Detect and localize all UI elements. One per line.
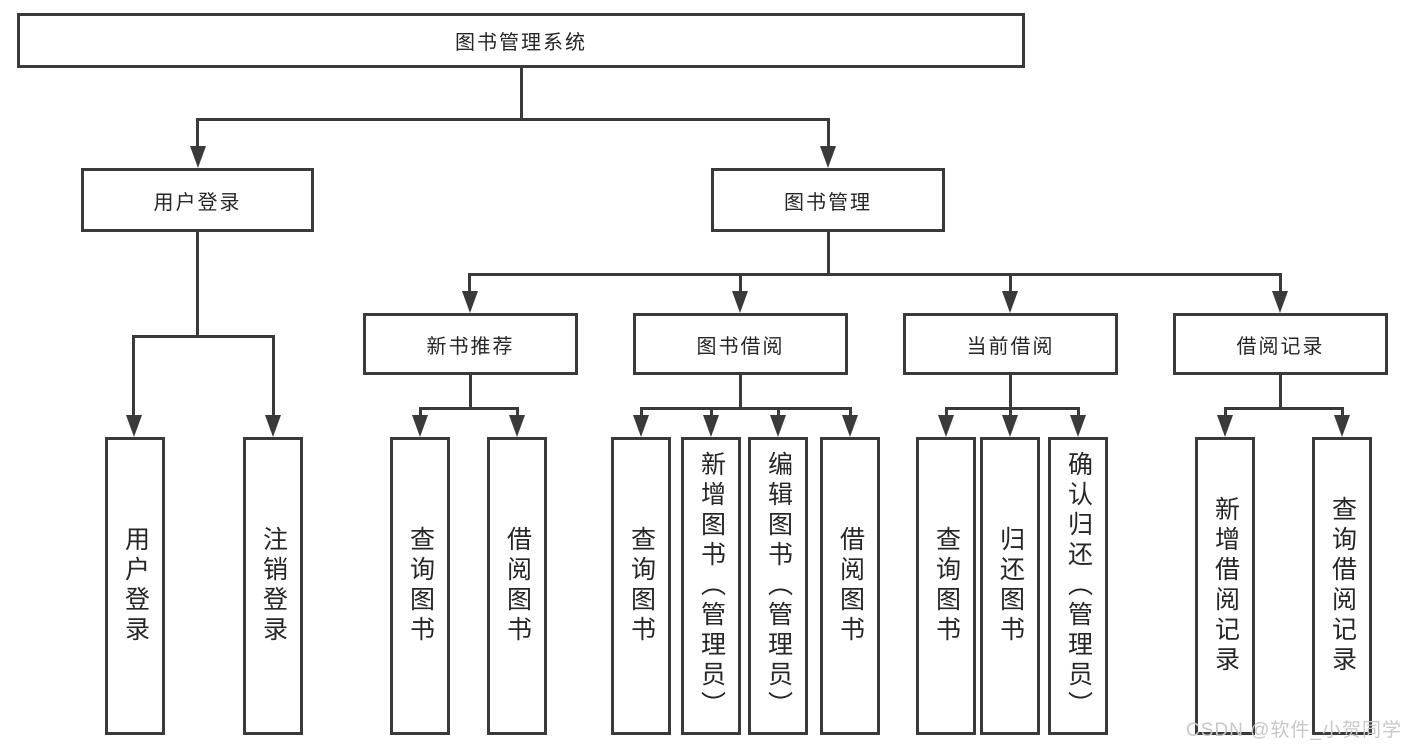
arrow-down-icon [842, 415, 858, 437]
leaf-borrow-books: 借阅图书 [820, 437, 880, 735]
arrow-down-icon [190, 146, 206, 168]
node-label: 编辑图书（管理员） [764, 451, 793, 721]
connector-line [1279, 375, 1282, 410]
connector-line [196, 232, 199, 338]
connector-line [849, 407, 852, 421]
node-current-borrowing: 当前借阅 [903, 313, 1118, 375]
connector-line [468, 273, 471, 297]
node-label: 确认归还（管理员） [1064, 451, 1093, 721]
connector-line [1224, 407, 1344, 410]
node-label: 新增图书（管理员） [697, 451, 726, 721]
arrow-down-icon [1002, 415, 1018, 437]
node-label: 借阅图书 [503, 526, 532, 646]
node-label: 用户登录 [153, 191, 242, 214]
arrow-down-icon [1217, 415, 1233, 437]
connector-line [1009, 375, 1012, 410]
node-label: 归还图书 [996, 526, 1025, 646]
arrow-down-icon [265, 415, 281, 437]
connector-line [419, 407, 519, 410]
leaf-query-books-borrow: 查询图书 [611, 437, 671, 735]
connector-line [419, 407, 422, 421]
connector-line [469, 375, 472, 410]
leaf-confirm-return-admin: 确认归还（管理员） [1048, 437, 1108, 735]
node-label: 查询图书 [406, 526, 435, 646]
connector-line [945, 407, 1080, 410]
leaf-add-borrow-record: 新增借阅记录 [1195, 437, 1255, 735]
arrow-down-icon [1070, 415, 1086, 437]
connector-line [710, 407, 713, 421]
node-label: 图书管理 [784, 191, 872, 214]
connector-line [739, 375, 742, 410]
leaf-query-books-recommend: 查询图书 [390, 437, 450, 735]
node-label: 新增借阅记录 [1211, 496, 1240, 676]
connector-line [827, 232, 830, 276]
node-label: 查询图书 [932, 526, 961, 646]
leaf-borrow-books-recommend: 借阅图书 [487, 437, 547, 735]
leaf-query-borrow-record: 查询借阅记录 [1312, 437, 1372, 735]
node-label: 图书借阅 [696, 335, 785, 358]
node-label: 借阅记录 [1236, 335, 1325, 358]
node-user-login: 用户登录 [81, 168, 314, 232]
connector-line [272, 335, 275, 421]
node-label: 查询图书 [627, 526, 656, 646]
arrow-down-icon [509, 415, 525, 437]
connector-line [777, 407, 780, 421]
arrow-down-icon [1002, 291, 1018, 313]
connector-line [1341, 407, 1344, 421]
arrow-down-icon [820, 146, 836, 168]
node-new-book-recommendation: 新书推荐 [363, 313, 578, 375]
arrow-down-icon [770, 415, 786, 437]
node-label: 用户登录 [121, 526, 150, 646]
leaf-add-books-admin: 新增图书（管理员） [681, 437, 741, 735]
arrow-down-icon [1272, 291, 1288, 313]
connector-line [1009, 273, 1012, 297]
node-label: 注销登录 [259, 526, 288, 646]
connector-line [132, 335, 275, 338]
node-library-management-system: 图书管理系统 [17, 13, 1025, 68]
leaf-user-login: 用户登录 [105, 437, 165, 735]
connector-line [132, 335, 135, 421]
node-label: 图书管理系统 [455, 32, 587, 54]
node-label: 新书推荐 [426, 335, 515, 358]
arrow-down-icon [938, 415, 954, 437]
connector-line [196, 118, 199, 150]
connector-line [640, 407, 852, 410]
leaf-return-books: 归还图书 [980, 437, 1040, 735]
leaf-edit-books-admin: 编辑图书（管理员） [748, 437, 808, 735]
connector-line [640, 407, 643, 421]
arrow-down-icon [412, 415, 428, 437]
node-label: 借阅图书 [836, 526, 865, 646]
arrow-down-icon [126, 415, 142, 437]
node-label: 查询借阅记录 [1328, 496, 1357, 676]
arrow-down-icon [703, 415, 719, 437]
connector-line [1279, 273, 1282, 297]
connector-line [516, 407, 519, 421]
connector-line [827, 118, 830, 150]
node-book-borrowing: 图书借阅 [633, 313, 848, 375]
connector-line [945, 407, 948, 421]
connector-line [739, 273, 742, 297]
leaf-logout: 注销登录 [243, 437, 303, 735]
leaf-query-books-current: 查询图书 [916, 437, 976, 735]
connector-line [1224, 407, 1227, 421]
arrow-down-icon [633, 415, 649, 437]
node-borrowing-records: 借阅记录 [1173, 313, 1388, 375]
connector-line [1009, 407, 1012, 421]
connector-line [520, 68, 523, 118]
node-book-management: 图书管理 [711, 168, 945, 232]
arrow-down-icon [732, 291, 748, 313]
connector-line [196, 118, 830, 121]
arrow-down-icon [462, 291, 478, 313]
connector-line [1077, 407, 1080, 421]
arrow-down-icon [1334, 415, 1350, 437]
csdn-watermark: CSDN @软件_小贺同学 [1186, 720, 1402, 741]
connector-line [468, 273, 1282, 276]
node-label: 当前借阅 [966, 335, 1055, 358]
